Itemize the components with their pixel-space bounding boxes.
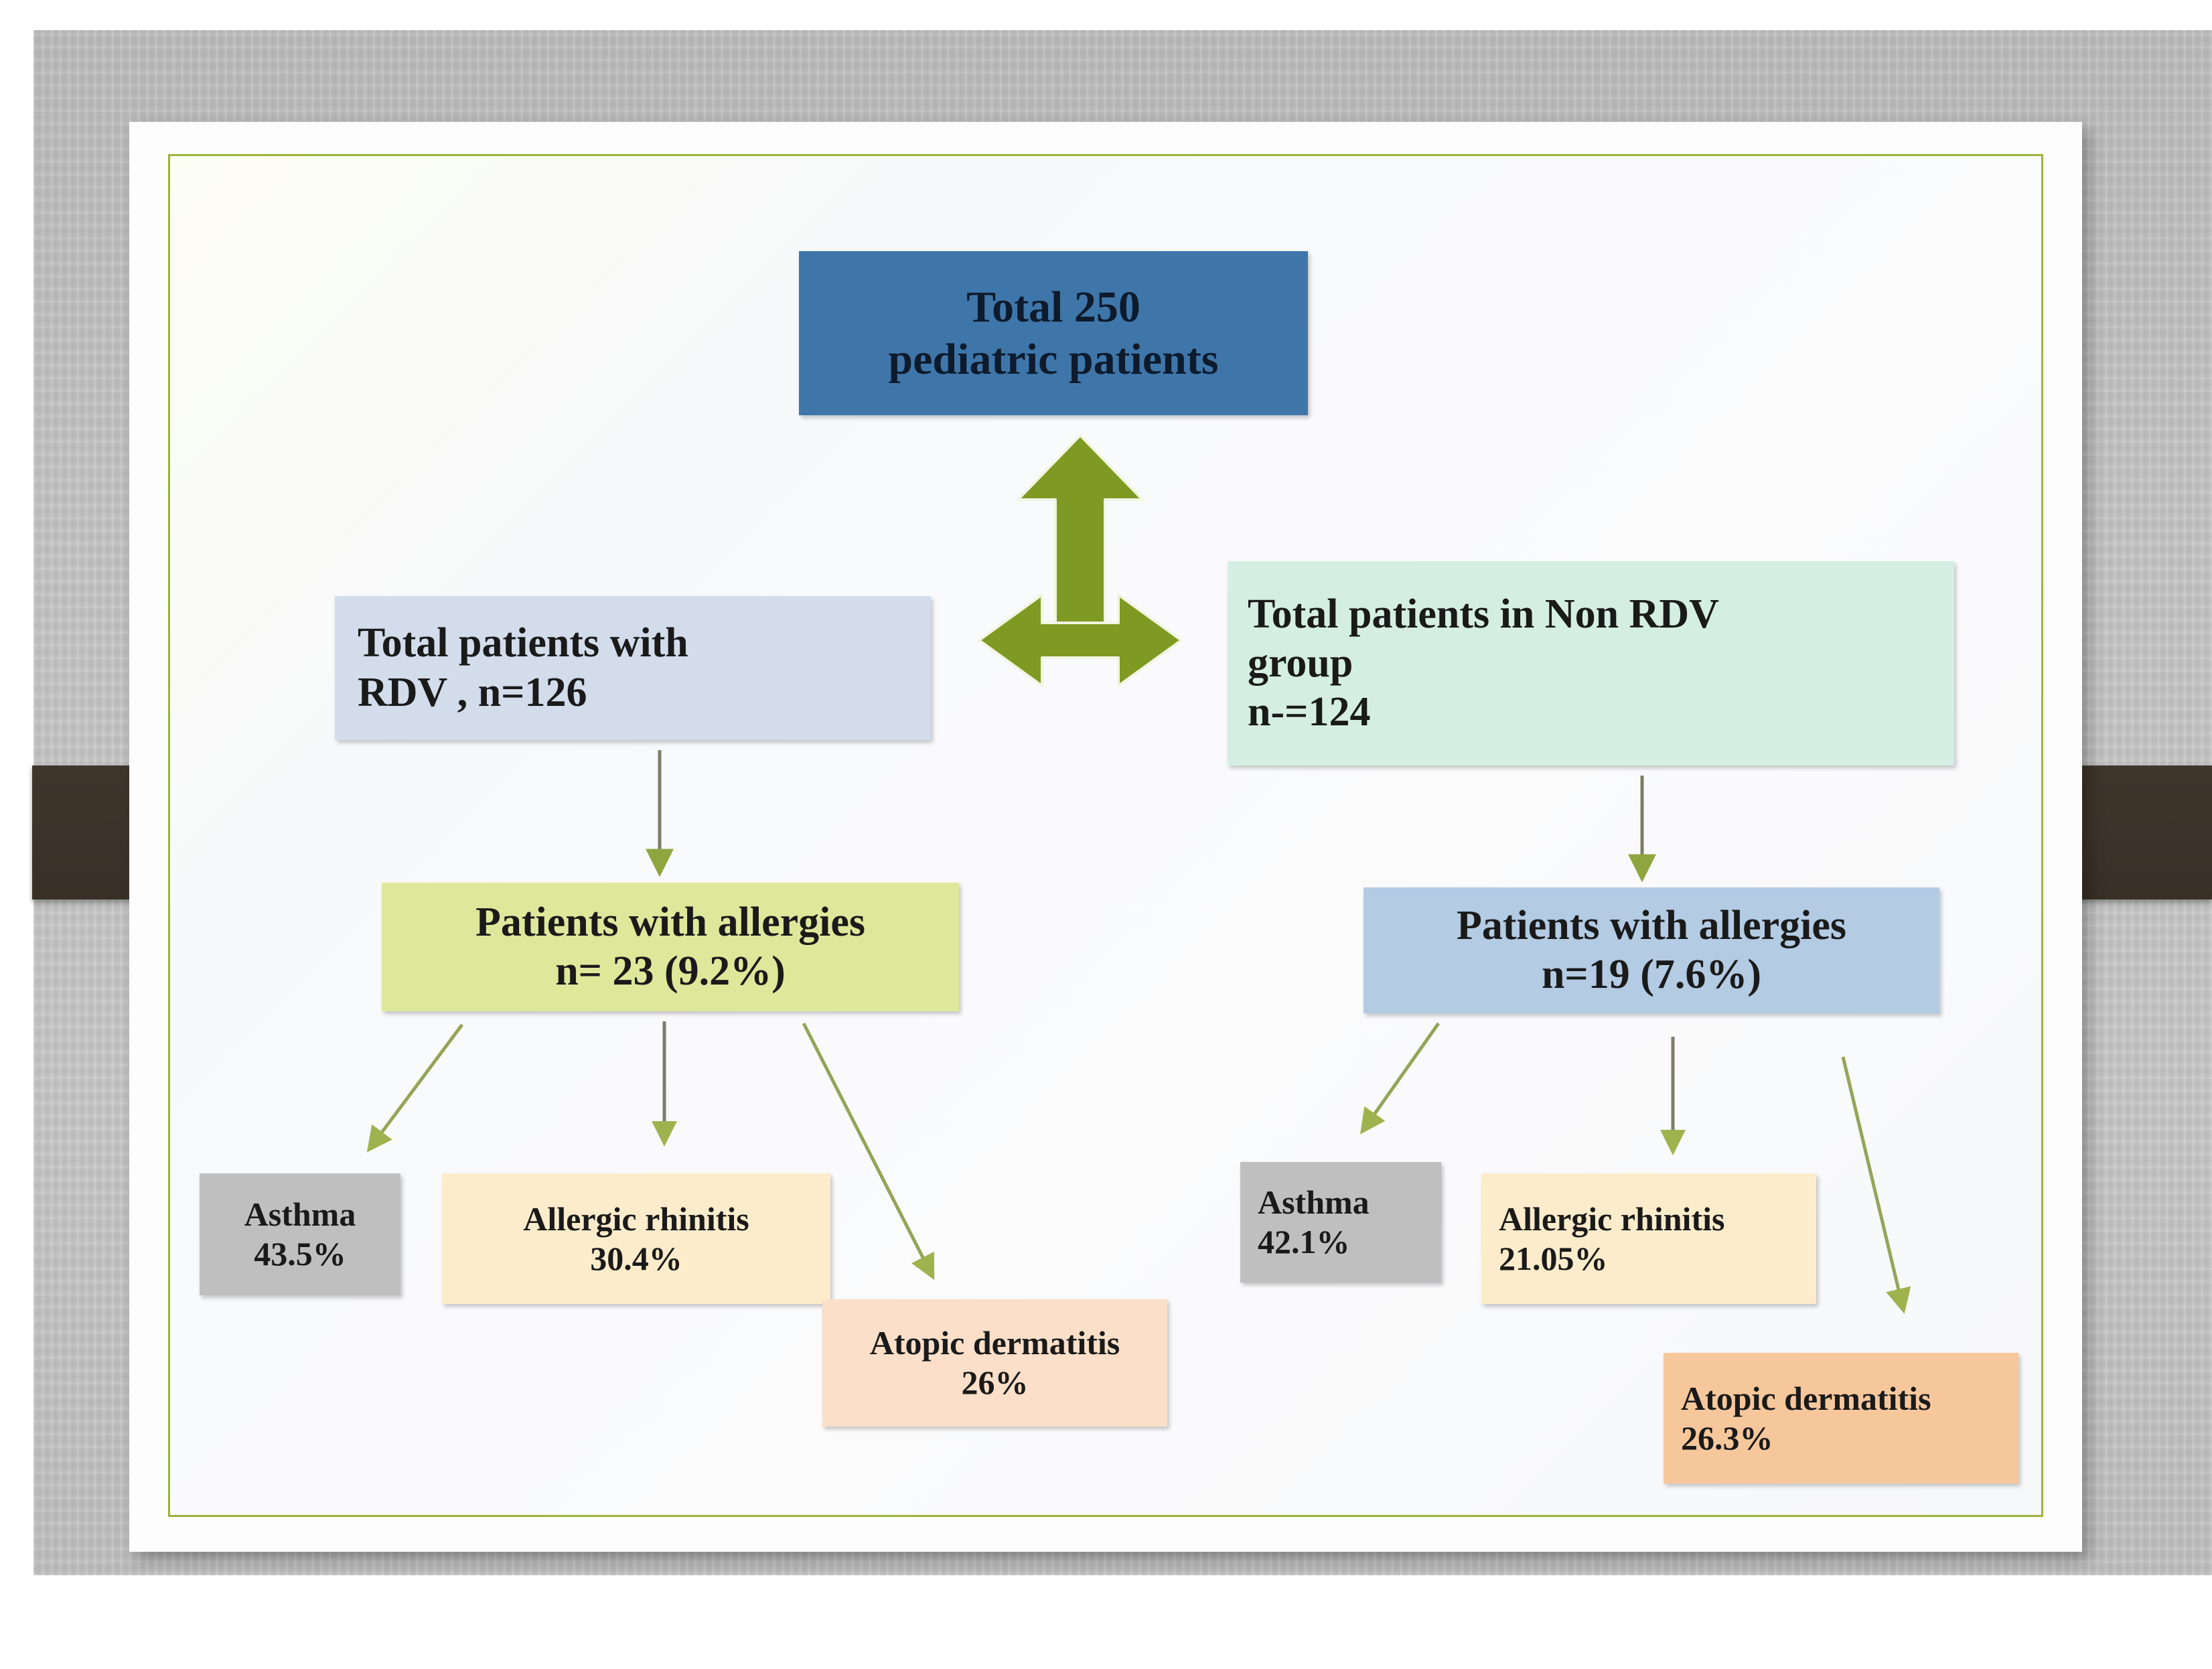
leaf-rdv-dermatitis-value: 26% <box>961 1364 1029 1401</box>
node-nonrdv-line1: Total patients in Non RDV <box>1248 591 1719 637</box>
node-allergies-non-rdv[interactable]: Patients with allergies n=19 (7.6%) <box>1363 887 1939 1013</box>
node-allergy-left-line1: Patients with allergies <box>475 899 865 945</box>
leaf-rdv-rhinitis-value: 30.4% <box>590 1239 682 1277</box>
node-allergy-left-line2: n= 23 (9.2%) <box>555 948 786 994</box>
leaf-non-rdv-rhinitis-label: Allergic rhinitis <box>1499 1200 1725 1238</box>
node-total-patients[interactable]: Total 250 pediatric patients <box>799 251 1308 415</box>
leaf-non-rdv-dermatitis-label: Atopic dermatitis <box>1681 1379 1931 1417</box>
node-nonrdv-line3: n-=124 <box>1248 689 1371 735</box>
leaf-rdv-rhinitis-label: Allergic rhinitis <box>523 1200 749 1238</box>
leaf-non-rdv-dermatitis-value: 26.3% <box>1681 1419 1773 1457</box>
leaf-rdv-dermatitis-label: Atopic dermatitis <box>869 1324 1120 1362</box>
leaf-rdv-allergic-rhinitis[interactable]: Allergic rhinitis 30.4% <box>442 1173 830 1304</box>
node-allergies-rdv[interactable]: Patients with allergies n= 23 (9.2%) <box>382 883 959 1011</box>
node-allergy-right-line2: n=19 (7.6%) <box>1541 952 1762 997</box>
node-rdv-line1: Total patients with <box>358 620 688 666</box>
node-nonrdv-line2: group <box>1248 640 1353 686</box>
node-root-line1: Total 250 <box>966 282 1140 332</box>
leaf-rdv-asthma-value: 43.5% <box>254 1235 346 1273</box>
leaf-non-rdv-asthma[interactable]: Asthma 42.1% <box>1240 1162 1441 1283</box>
node-rdv-line2: RDV , n=126 <box>358 669 587 715</box>
leaf-non-rdv-rhinitis-value: 21.05% <box>1499 1239 1608 1277</box>
node-allergy-right-line1: Patients with allergies <box>1456 902 1846 948</box>
three-way-split-arrow-icon <box>978 434 1183 687</box>
leaf-non-rdv-allergic-rhinitis[interactable]: Allergic rhinitis 21.05% <box>1481 1173 1816 1304</box>
leaf-rdv-asthma-label: Asthma <box>244 1195 356 1233</box>
node-non-rdv-group[interactable]: Total patients in Non RDV group n-=124 <box>1228 561 1954 766</box>
leaf-non-rdv-asthma-value: 42.1% <box>1258 1223 1350 1260</box>
node-rdv-group[interactable]: Total patients with RDV , n=126 <box>335 596 931 740</box>
leaf-rdv-atopic-dermatitis[interactable]: Atopic dermatitis 26% <box>822 1299 1167 1427</box>
leaf-non-rdv-atopic-dermatitis[interactable]: Atopic dermatitis 26.3% <box>1664 1353 2018 1483</box>
leaf-non-rdv-asthma-label: Asthma <box>1258 1183 1370 1221</box>
node-root-line2: pediatric patients <box>888 334 1219 384</box>
leaf-rdv-asthma[interactable]: Asthma 43.5% <box>200 1173 400 1295</box>
